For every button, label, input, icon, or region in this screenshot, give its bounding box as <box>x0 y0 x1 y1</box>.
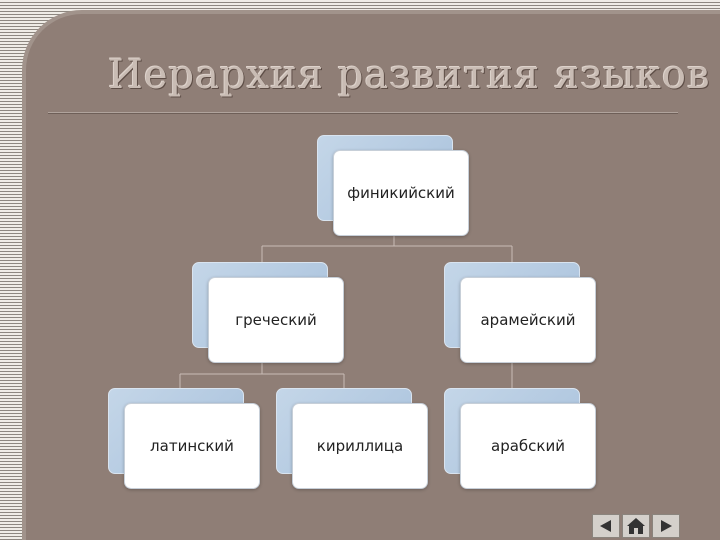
previous-slide-button[interactable] <box>592 514 620 538</box>
node-aramaic-card <box>460 277 596 363</box>
node-arabic-card <box>460 403 596 489</box>
arrow-right-icon <box>661 520 672 532</box>
node-phoenician-card <box>333 150 469 236</box>
slide-navigation <box>592 514 680 538</box>
node-aramaic-label: арамейский <box>480 311 576 329</box>
node-latin-label: латинский <box>150 437 234 455</box>
node-phoenician-label: финикийский <box>347 184 455 202</box>
title-divider <box>48 112 678 114</box>
home-icon <box>627 518 645 534</box>
arrow-left-icon <box>600 520 611 532</box>
node-greek-card <box>208 277 344 363</box>
node-cyrillic-label: кириллица <box>316 437 404 455</box>
slide-title: Иерархия развития языков <box>108 52 711 98</box>
home-slide-button[interactable] <box>622 514 650 538</box>
node-greek-label: греческий <box>235 311 317 329</box>
node-cyrillic-card <box>292 403 428 489</box>
node-latin-card <box>124 403 260 489</box>
node-arabic-label: арабский <box>491 437 565 455</box>
next-slide-button[interactable] <box>652 514 680 538</box>
